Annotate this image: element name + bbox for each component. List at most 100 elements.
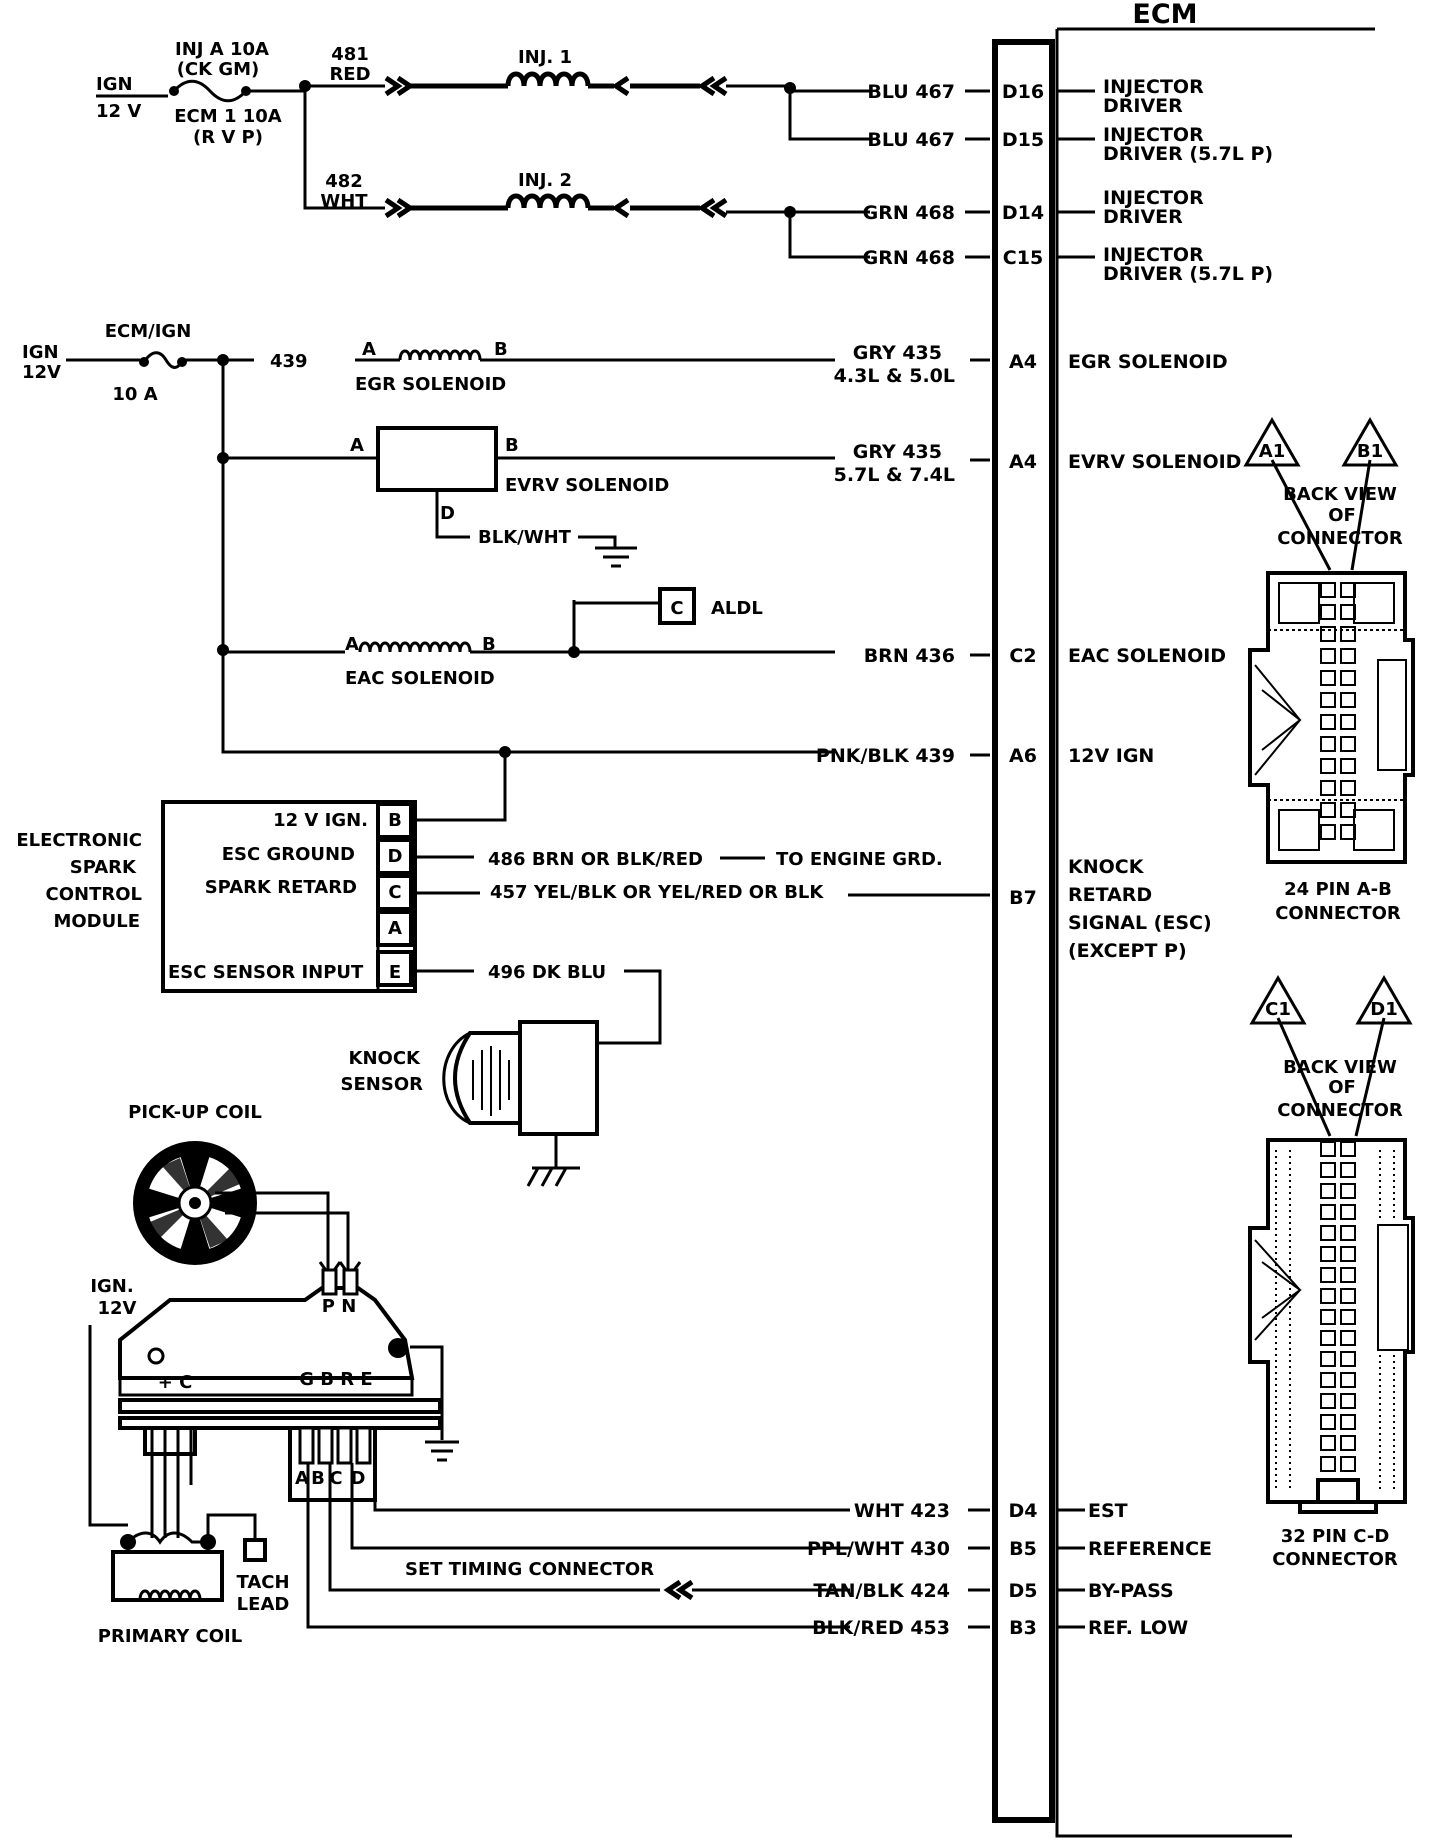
sensor-label: SENSOR <box>341 1074 424 1095</box>
back-view-label: OF <box>1328 1077 1356 1098</box>
pin-function: DRIVER <box>1103 206 1183 228</box>
back-view-label: OF <box>1328 505 1356 526</box>
esc-module-box <box>161 800 417 993</box>
pickup-coil-icon <box>133 1141 257 1265</box>
module-terminal-label: G B R E <box>299 1369 372 1390</box>
ground-label: TO ENGINE GRD. <box>776 849 943 870</box>
fuse-label: INJ A 10A <box>175 39 269 60</box>
pin-function: INJECTOR <box>1103 187 1204 209</box>
connector-cd-section: C1 D1 BACK VIEW OF CONNECTOR <box>1248 975 1415 1570</box>
set-timing-label: SET TIMING CONNECTOR <box>405 1559 654 1580</box>
connector-32-pin-grid <box>1320 1141 1356 1472</box>
wire-label: BRN 436 <box>864 645 955 667</box>
connector-chevron-icon <box>697 197 728 219</box>
pin-function: (EXCEPT P) <box>1068 940 1187 962</box>
wire-label: PNK/BLK 439 <box>816 745 955 767</box>
aldl-pin: C <box>670 598 683 619</box>
plug-terminal-label: C <box>329 1468 342 1489</box>
connector-ab-section: A1 B1 BACK VIEW OF CONNECTOR <box>1243 417 1415 924</box>
ignition-section: PICK-UP COIL P N <box>88 1102 850 1647</box>
esc-row-label: SPARK RETARD <box>205 877 357 898</box>
primary-coil-icon <box>111 1485 267 1602</box>
solenoid-label: EGR SOLENOID <box>355 374 506 395</box>
pin-row-b3: BLK/RED 453 B3 REF. LOW <box>812 1617 1188 1639</box>
connector-label: 32 PIN C-D <box>1281 1526 1390 1547</box>
pin-function: 12V IGN <box>1068 745 1154 767</box>
pin-function: INJECTOR <box>1103 76 1204 98</box>
pin-row-c15: GRN 468 C15 INJECTOR DRIVER (5.7L P) <box>863 244 1273 285</box>
fuse-label: (R V P) <box>193 127 263 148</box>
connector-label: 24 PIN A-B <box>1284 879 1392 900</box>
wire-label: GRY 435 <box>853 441 942 463</box>
voltage-label: 12 V <box>96 101 141 122</box>
pin-function: SIGNAL (ESC) <box>1068 912 1212 934</box>
ecm-title: ECM <box>1132 0 1197 30</box>
solenoid-label: EAC SOLENOID <box>345 668 495 689</box>
plug-terminal-label: A <box>295 1468 309 1489</box>
egr-solenoid-coil-icon <box>398 349 482 361</box>
solenoid-circuit: IGN 12V ECM/IGN 10 A 439 A B EGR SOLENOI… <box>22 321 835 758</box>
connector-chevron-icon <box>611 197 630 219</box>
connector-label: CONNECTOR <box>1275 903 1401 924</box>
triangle-label: A1 <box>1259 441 1285 462</box>
triangle-label: C1 <box>1265 999 1291 1020</box>
wire-label: BLU 467 <box>867 81 955 103</box>
voltage-label: 12V <box>98 1298 137 1319</box>
wire-label: 496 DK BLU <box>488 962 606 983</box>
pin-function: INJECTOR <box>1103 244 1204 266</box>
injector-label: INJ. 2 <box>518 170 572 191</box>
fuse-icon <box>169 79 251 103</box>
wire-label: 5.7L & 7.4L <box>834 464 955 486</box>
terminal-label: D <box>440 503 455 524</box>
solenoid-label: EVRV SOLENOID <box>505 475 669 496</box>
connector-label: CONNECTOR <box>1272 1549 1398 1570</box>
esc-row-pin: A <box>388 918 402 939</box>
ecm-pin-rows: BLU 467 D16 INJECTOR DRIVER BLU 467 D15 … <box>807 76 1273 1639</box>
terminal-label: B <box>482 634 496 655</box>
pin-function: EVRV SOLENOID <box>1068 451 1241 473</box>
connector-chevron-icon <box>384 75 415 97</box>
ground-icon <box>595 546 637 568</box>
pin-row-a6: PNK/BLK 439 A6 12V IGN <box>816 745 1154 767</box>
pin-label: D15 <box>1002 129 1044 151</box>
pin-row-a4-evrv: GRY 435 5.7L & 7.4L A4 EVRV SOLENOID <box>834 441 1242 486</box>
wire-label: PPL/WHT 430 <box>807 1538 950 1560</box>
pin-function: INJECTOR <box>1103 124 1204 146</box>
back-view-label: BACK VIEW <box>1283 1057 1397 1078</box>
pin-row-b7: B7 KNOCK RETARD SIGNAL (ESC) (EXCEPT P) <box>1009 856 1212 962</box>
pin-function: DRIVER <box>1103 95 1183 117</box>
pin-label: D16 <box>1002 81 1044 103</box>
aldl-label: ALDL <box>711 598 763 619</box>
esc-module-section: ELECTRONIC SPARK CONTROL MODULE 12 V IGN… <box>16 752 990 1187</box>
pin-function: DRIVER (5.7L P) <box>1103 143 1273 165</box>
aldl-terminal-box <box>658 587 696 625</box>
terminal-label: A <box>362 339 376 360</box>
terminal-label: A <box>345 634 359 655</box>
terminal-label: A <box>350 435 364 456</box>
wire-label: GRN 468 <box>863 202 955 224</box>
warning-triangle-icon <box>1249 975 1307 1025</box>
ground-wire-label: BLK/WHT <box>478 527 572 548</box>
knock-sensor-icon <box>442 1020 599 1187</box>
pin-label: B5 <box>1009 1538 1037 1560</box>
connector-24-pin-grid <box>1320 582 1356 840</box>
fuse-label: ECM/IGN <box>105 321 192 342</box>
pin-label: C15 <box>1003 247 1043 269</box>
module-name: ELECTRONIC <box>16 830 142 851</box>
pickup-pins-label: P N <box>322 1296 357 1317</box>
pin-row-d15: BLU 467 D15 INJECTOR DRIVER (5.7L P) <box>867 124 1273 165</box>
pin-function: REF. LOW <box>1088 1617 1188 1639</box>
ecm-body <box>992 39 1055 1823</box>
pin-label: A6 <box>1009 745 1037 767</box>
wire-label: GRY 435 <box>853 342 942 364</box>
terminal-label: B <box>505 435 519 456</box>
pin-row-d14: GRN 468 D14 INJECTOR DRIVER <box>863 187 1204 228</box>
connector-chevron-icon <box>663 1579 694 1601</box>
module-name: MODULE <box>53 911 140 932</box>
voltage-label: 12V <box>22 362 61 383</box>
pin-row-d16: BLU 467 D16 INJECTOR DRIVER <box>867 76 1204 117</box>
pin-function: DRIVER (5.7L P) <box>1103 263 1273 285</box>
plug-terminal-label: B <box>311 1468 325 1489</box>
wire-label: WHT 423 <box>854 1500 950 1522</box>
esc-row-pin: D <box>388 846 403 867</box>
